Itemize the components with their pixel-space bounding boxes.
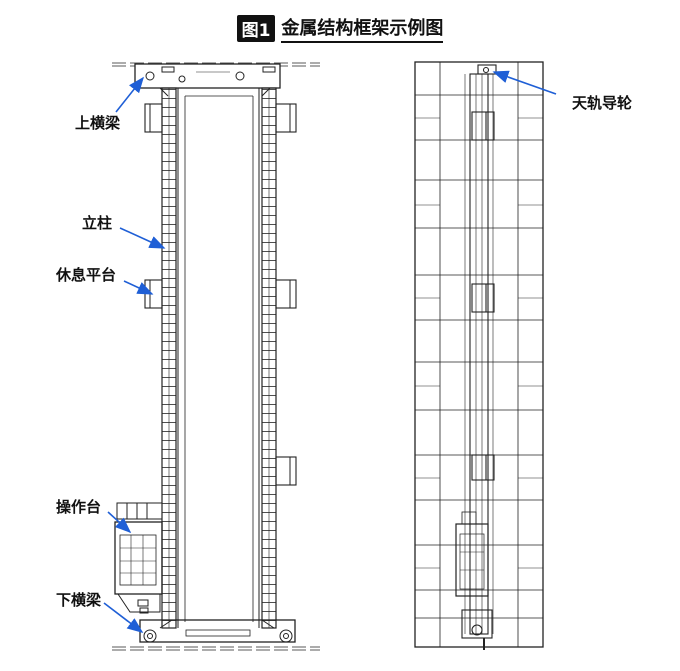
arrow-column <box>119 227 166 249</box>
rest-platforms-right <box>275 103 297 486</box>
arrow-rest-platform <box>123 280 154 295</box>
right-column <box>258 87 277 629</box>
arrow-operator-cab <box>107 511 132 534</box>
operator-cab <box>114 502 163 614</box>
side-elevation-view <box>414 61 544 650</box>
side-bays <box>415 94 543 619</box>
front-elevation-view <box>112 62 320 651</box>
label-rest-platform: 休息平台 <box>56 266 117 284</box>
leader-arrows <box>103 70 557 633</box>
figure-number-badge: 图1 <box>236 15 276 42</box>
side-bottom <box>461 609 493 650</box>
arrow-bottom-beam <box>103 602 144 633</box>
side-rest-platforms <box>471 111 495 481</box>
bottom-beam <box>139 619 296 643</box>
label-bottom-beam: 下横梁 <box>56 591 102 609</box>
sky-rail-guide-wheel <box>477 64 497 75</box>
arrow-sky-rail-guide-wheel <box>492 70 557 95</box>
rest-platforms-left <box>144 103 163 309</box>
top-beam <box>134 63 281 97</box>
label-top-beam: 上横梁 <box>75 114 121 132</box>
side-bay-ticks <box>415 117 543 569</box>
side-operator-cab <box>455 511 489 597</box>
label-sky-rail-guide-wheel: 天轨导轮 <box>572 94 633 112</box>
left-column <box>161 87 179 629</box>
arrow-top-beam <box>115 76 144 113</box>
label-column: 立柱 <box>82 214 113 232</box>
label-operator-cab: 操作台 <box>56 498 102 516</box>
figure-title: 金属结构框架示例图 <box>281 14 444 43</box>
side-column <box>464 73 494 635</box>
